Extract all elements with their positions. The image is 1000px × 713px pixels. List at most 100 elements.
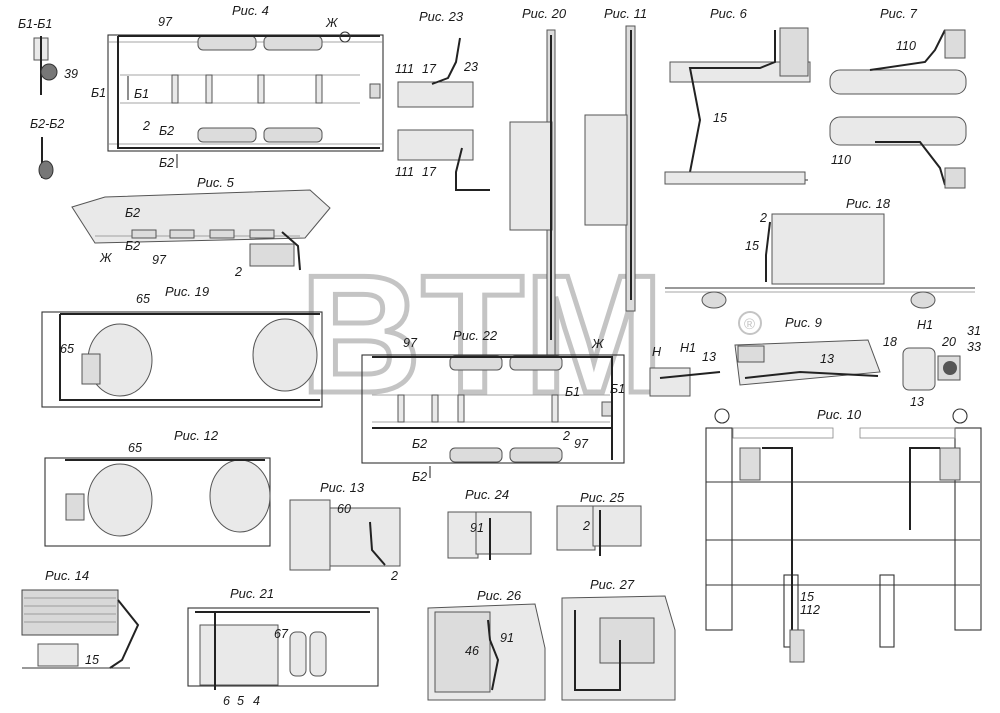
svg-text:31: 31 xyxy=(967,324,981,338)
svg-text:15: 15 xyxy=(713,111,727,125)
figure-7: Рис. 7 110 110 xyxy=(829,6,967,189)
figure-13-title: Рис. 13 xyxy=(320,480,365,495)
figure-11: Рис. 11 xyxy=(584,6,647,312)
svg-text:4: 4 xyxy=(253,694,260,708)
connector-detail: Н Н1 13 xyxy=(649,341,721,397)
svg-text:60: 60 xyxy=(337,502,351,516)
svg-text:23: 23 xyxy=(463,60,478,74)
figure-18-title: Рис. 18 xyxy=(846,196,891,211)
figure-21: Рис. 21 67 6 5 4 xyxy=(187,586,379,708)
figure-5: Рис. 5 Б2 Б2 Ж 97 2 xyxy=(71,175,331,279)
figure-25: Рис. 25 2 xyxy=(556,490,642,556)
figure-9: Рис. 9 13 xyxy=(734,315,881,386)
svg-text:97: 97 xyxy=(152,253,167,267)
svg-text:97: 97 xyxy=(403,336,418,350)
svg-text:Б2: Б2 xyxy=(412,437,427,451)
figure-20-title: Рис. 20 xyxy=(522,6,567,21)
svg-text:2: 2 xyxy=(234,265,242,279)
svg-text:13: 13 xyxy=(910,395,924,409)
figure-19: Рис. 19 65 65 xyxy=(41,284,323,408)
svg-text:65: 65 xyxy=(128,441,142,455)
svg-text:Б2: Б2 xyxy=(125,206,140,220)
svg-text:15: 15 xyxy=(745,239,759,253)
figure-13: Рис. 13 60 2 xyxy=(289,480,401,583)
svg-text:67: 67 xyxy=(274,627,289,641)
figure-19-title: Рис. 19 xyxy=(165,284,209,299)
svg-text:65: 65 xyxy=(136,292,150,306)
figure-25-title: Рис. 25 xyxy=(580,490,625,505)
svg-text:Б1: Б1 xyxy=(610,382,625,396)
svg-text:Н1: Н1 xyxy=(680,341,696,355)
svg-text:Б1: Б1 xyxy=(565,385,580,399)
svg-text:15: 15 xyxy=(85,653,99,667)
figure-5-title: Рис. 5 xyxy=(197,175,235,190)
figure-4-title: Рис. 4 xyxy=(232,3,269,18)
svg-text:46: 46 xyxy=(465,644,479,658)
figure-10: Рис. 10 15 112 xyxy=(705,407,982,663)
svg-text:Н: Н xyxy=(652,345,662,359)
figure-21-title: Рис. 21 xyxy=(230,586,274,601)
figure-7-title: Рис. 7 xyxy=(880,6,918,21)
fuse-box-detail: Н1 31 33 18 20 13 xyxy=(883,318,981,409)
svg-text:Ж: Ж xyxy=(591,337,605,351)
figure-14: Рис. 14 15 xyxy=(21,568,140,669)
svg-text:112: 112 xyxy=(800,603,820,617)
section-b2-label: Б2-Б2 xyxy=(30,117,64,131)
figure-24: Рис. 24 91 xyxy=(447,487,532,560)
svg-text:13: 13 xyxy=(702,350,716,364)
svg-text:97: 97 xyxy=(158,15,173,29)
figure-12: Рис. 12 65 xyxy=(44,428,271,547)
figure-27-title: Рис. 27 xyxy=(590,577,635,592)
figure-12-title: Рис. 12 xyxy=(174,428,219,443)
watermark: BTM ® xyxy=(298,238,762,431)
svg-text:91: 91 xyxy=(500,631,514,645)
figure-10-title: Рис. 10 xyxy=(817,407,862,422)
svg-text:2: 2 xyxy=(142,119,150,133)
svg-text:Ж: Ж xyxy=(99,251,113,265)
svg-text:39: 39 xyxy=(64,67,78,81)
section-b1-label: Б1-Б1 xyxy=(18,17,52,31)
svg-text:17: 17 xyxy=(422,62,437,76)
svg-text:2: 2 xyxy=(582,519,590,533)
svg-text:Б2: Б2 xyxy=(159,156,174,170)
svg-text:13: 13 xyxy=(820,352,834,366)
figure-20: Рис. 20 xyxy=(509,6,567,361)
svg-text:17: 17 xyxy=(422,165,437,179)
figure-22: Рис. 22 97 Ж Б1 Б1 2 97 Б2 Б2 xyxy=(361,328,625,484)
svg-text:2: 2 xyxy=(562,429,570,443)
svg-text:Н1: Н1 xyxy=(917,318,933,332)
watermark-text: BTM xyxy=(300,240,664,428)
svg-text:110: 110 xyxy=(896,39,916,53)
svg-text:Б2: Б2 xyxy=(159,124,174,138)
figure-11-title: Рис. 11 xyxy=(604,6,647,21)
section-b2-detail: Б2-Б2 xyxy=(30,117,64,180)
svg-text:Б1: Б1 xyxy=(134,87,149,101)
section-b1-detail: Б1-Б1 39 xyxy=(18,17,78,95)
svg-text:2: 2 xyxy=(390,569,398,583)
figure-6: Рис. 6 15 xyxy=(664,6,811,185)
svg-text:18: 18 xyxy=(883,335,897,349)
svg-text:33: 33 xyxy=(967,340,981,354)
figure-9-title: Рис. 9 xyxy=(785,315,822,330)
svg-text:Б2: Б2 xyxy=(125,239,140,253)
svg-text:15: 15 xyxy=(800,590,814,604)
svg-text:91: 91 xyxy=(470,521,484,535)
figure-26: Рис. 26 91 46 xyxy=(427,588,546,701)
svg-text:6: 6 xyxy=(223,694,230,708)
figure-6-title: Рис. 6 xyxy=(710,6,748,21)
figure-24-title: Рис. 24 xyxy=(465,487,509,502)
svg-text:Б2: Б2 xyxy=(412,470,427,484)
watermark-registered: ® xyxy=(744,316,755,333)
figure-14-title: Рис. 14 xyxy=(45,568,89,583)
figure-23: Рис. 23 111 17 23 111 17 xyxy=(395,9,490,191)
svg-text:97: 97 xyxy=(574,437,589,451)
svg-text:Б1: Б1 xyxy=(91,86,106,100)
svg-text:Ж: Ж xyxy=(325,16,339,30)
figure-27: Рис. 27 xyxy=(561,577,676,701)
figure-23-title: Рис. 23 xyxy=(419,9,464,24)
figure-4: Рис. 4 97 Ж Б1 Б1 2 Б2 Б2 xyxy=(91,3,384,170)
figure-22-title: Рис. 22 xyxy=(453,328,498,343)
svg-text:110: 110 xyxy=(831,153,851,167)
figure-26-title: Рис. 26 xyxy=(477,588,522,603)
